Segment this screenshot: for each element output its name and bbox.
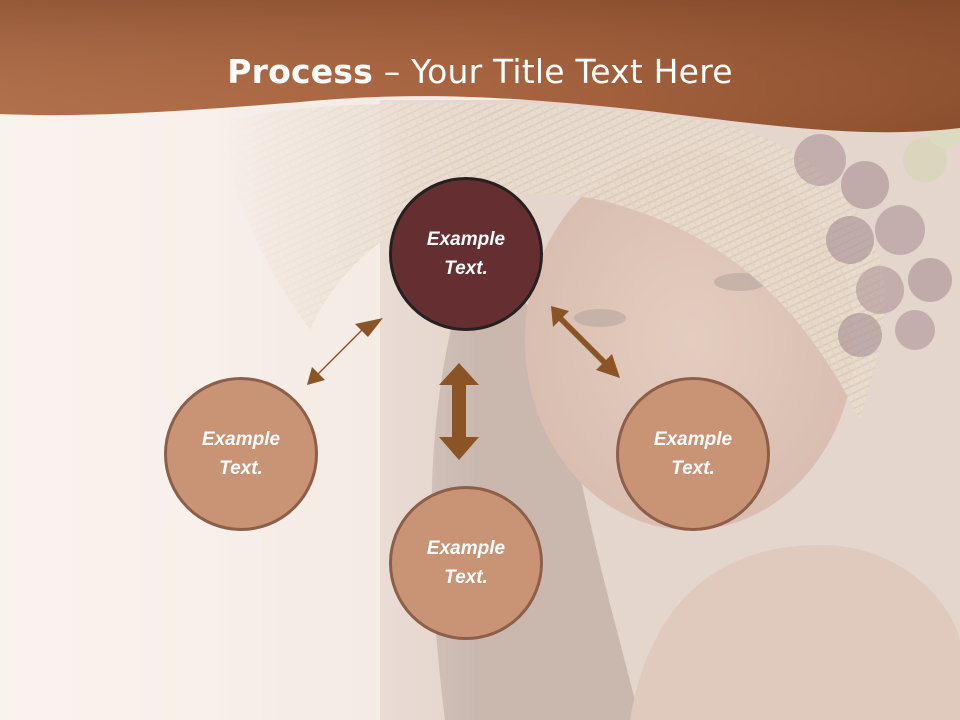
node-label-right: Example Text. [638, 425, 748, 483]
process-node-bottom: Example Text. [389, 486, 543, 640]
node-label-bottom: Example Text. [411, 534, 521, 592]
double-arrow-right-icon [551, 306, 620, 378]
double-arrow-vertical-icon [439, 363, 479, 460]
process-node-top: Example Text. [389, 177, 543, 331]
process-node-left: Example Text. [164, 377, 318, 531]
double-arrow-left-icon [307, 318, 383, 385]
node-label-top: Example Text. [411, 225, 521, 283]
node-label-left: Example Text. [186, 425, 296, 483]
process-node-right: Example Text. [616, 377, 770, 531]
